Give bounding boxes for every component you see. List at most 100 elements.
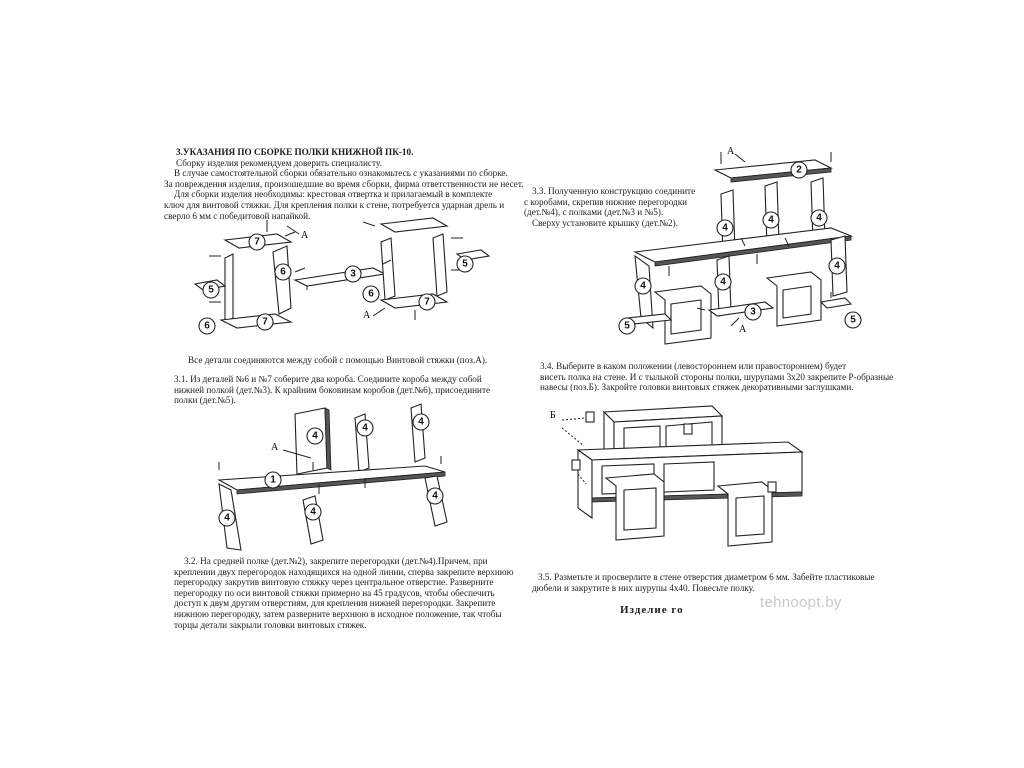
hanger-b xyxy=(767,481,777,493)
exploded-parts-figure: А А 7 6 5 6 7 3 6 5 7 xyxy=(193,217,491,335)
part-number-4: 4 xyxy=(426,487,444,505)
svg-text:4: 4 xyxy=(310,507,316,518)
step-3-5: 3.5. Разметьте и просверлите в стене отв… xyxy=(532,572,875,593)
svg-text:3: 3 xyxy=(350,269,356,280)
panel-6-right-box-side-left xyxy=(380,237,396,301)
step-line: полки (дет.№5). xyxy=(174,395,236,406)
svg-text:4: 4 xyxy=(834,261,840,272)
panel-6-left-side xyxy=(224,253,234,323)
part-number-4: 4 xyxy=(714,273,732,291)
svg-text:6: 6 xyxy=(204,321,210,332)
step-line: креплении двух перегородок находящихся н… xyxy=(174,566,514,577)
svg-text:4: 4 xyxy=(640,281,646,292)
svg-text:4: 4 xyxy=(816,213,822,224)
part-number-7: 7 xyxy=(248,233,266,251)
assembled-shelf-figure: Б xyxy=(550,405,804,547)
letter-a-screw: А xyxy=(271,442,279,453)
svg-text:7: 7 xyxy=(262,317,268,328)
svg-text:4: 4 xyxy=(768,215,774,226)
svg-text:3: 3 xyxy=(750,307,756,318)
part-number-5: 5 xyxy=(844,311,862,329)
panel-7-bottom-left xyxy=(219,313,293,329)
svg-text:2: 2 xyxy=(796,165,802,176)
part-number-2: 2 xyxy=(790,161,808,179)
svg-text:5: 5 xyxy=(624,321,630,332)
part-number-6: 6 xyxy=(362,285,380,303)
step-line: висеть полка на стене. И с тыльной сторо… xyxy=(540,371,894,382)
middle-shelf-figure: А 4 4 4 1 4 4 4 xyxy=(217,403,448,551)
svg-text:7: 7 xyxy=(424,297,430,308)
assembly-construction-figure: А А 2 4 4 4 4 4 4 3 5 5 xyxy=(618,146,862,345)
svg-text:4: 4 xyxy=(362,423,368,434)
middle-body xyxy=(577,448,593,520)
letter-a-screw: А xyxy=(363,310,371,321)
part-number-3: 3 xyxy=(744,303,762,321)
part-number-4: 4 xyxy=(634,277,652,295)
step-3-4: 3.4. Выберите в каком положении (левосто… xyxy=(540,361,893,393)
panel-3-middle xyxy=(293,267,387,287)
step-3-2: 3.2. На средней полке (дет.№2), закрепит… xyxy=(174,556,513,630)
intro-line: сверло 6 мм с победитовой напайкой. xyxy=(164,210,311,221)
step-line: навесы (поз.Б). Закройте головки винтовы… xyxy=(540,382,854,393)
step-line: доступ к двум другим отверстиям, для кре… xyxy=(174,598,496,609)
hanger-b xyxy=(571,459,581,471)
part-number-4: 4 xyxy=(412,413,430,431)
part-number-3: 3 xyxy=(344,265,362,283)
part-number-4: 4 xyxy=(306,427,324,445)
part-number-5: 5 xyxy=(202,281,220,299)
step-line: перегородку закрутив винтовую стяжку чер… xyxy=(174,577,494,588)
part-number-1: 1 xyxy=(264,471,282,489)
letter-a-screw: А xyxy=(727,146,735,157)
step-line: 3.3. Полученную конструкцию соедините xyxy=(532,186,696,196)
part-number-4: 4 xyxy=(218,509,236,527)
svg-text:4: 4 xyxy=(224,513,230,524)
hanger-b xyxy=(683,423,693,435)
letter-a-screw: А xyxy=(739,324,747,335)
part-number-5: 5 xyxy=(618,317,636,335)
step-line: 3.4. Выберите в каком положении (левосто… xyxy=(540,361,847,371)
svg-text:4: 4 xyxy=(418,417,424,428)
part-number-4: 4 xyxy=(716,219,734,237)
part-number-4: 4 xyxy=(356,419,374,437)
product-footer-label: Изделие го xyxy=(620,604,684,616)
figure1-caption: Все детали соединяются между собой с пом… xyxy=(188,355,487,366)
watermark: tehnoopt.by xyxy=(760,594,842,611)
svg-text:4: 4 xyxy=(312,431,318,442)
part-number-7: 7 xyxy=(256,313,274,331)
middle-shelf xyxy=(633,227,854,263)
hanger-b xyxy=(585,411,595,423)
svg-text:6: 6 xyxy=(280,267,286,278)
step-line: торцы детали закрыли головки винтовых ст… xyxy=(174,619,367,630)
step-line: с коробами, скрепив нижние перегородки xyxy=(524,196,688,207)
step-3-1: 3.1. Из деталей №6 и №7 соберите два кор… xyxy=(174,374,490,406)
step-3-3: 3.3. Полученную конструкцию соедините с … xyxy=(524,186,695,228)
panel-6-right-box-side-right xyxy=(432,233,448,297)
svg-text:7: 7 xyxy=(254,237,260,248)
svg-text:4: 4 xyxy=(432,491,438,502)
letter-b-hanger: Б xyxy=(550,410,556,421)
step-line: перегородку по оси винтовой стяжки приме… xyxy=(174,587,495,598)
assembly-intro: 3.УКАЗАНИЯ ПО СБОРКЕ ПОЛКИ КНИЖНОЙ ПК-10… xyxy=(164,147,523,221)
step-line: 3.2. На средней полке (дет.№2), закрепит… xyxy=(184,556,488,566)
partition-4-upper-right xyxy=(410,403,426,463)
intro-line: В случае самостоятельной сборки обязател… xyxy=(174,168,508,179)
intro-line: Сборку изделия рекомендуем доверить спец… xyxy=(176,157,382,168)
part-number-4: 4 xyxy=(810,209,828,227)
part-number-6: 6 xyxy=(198,317,216,335)
part-number-6: 6 xyxy=(274,263,292,281)
svg-text:5: 5 xyxy=(208,285,214,296)
letter-a-screw: А xyxy=(301,230,309,241)
intro-line: ключ для винтовой стяжки. Для крепления … xyxy=(164,199,505,210)
step-line: 3.1. Из деталей №6 и №7 соберите два кор… xyxy=(174,374,482,384)
step-line: (дет.№4), с полками (дет.№3 и №5). xyxy=(524,207,664,218)
panel-7-top-right xyxy=(379,217,449,233)
svg-text:1: 1 xyxy=(270,475,276,486)
svg-text:4: 4 xyxy=(720,277,726,288)
intro-line: Для сборки изделия необходимы: крестовая… xyxy=(174,189,493,200)
part-number-4: 4 xyxy=(828,257,846,275)
step-line: дюбели и закрутите в них шурупы 4х40. По… xyxy=(532,582,755,593)
figure1-caption-text: Все детали соединяются между собой с пом… xyxy=(188,355,488,365)
section-heading: 3.УКАЗАНИЯ ПО СБОРКЕ ПОЛКИ КНИЖНОЙ ПК-10… xyxy=(176,147,414,157)
svg-text:6: 6 xyxy=(368,289,374,300)
step-line: 3.5. Разметьте и просверлите в стене отв… xyxy=(538,572,875,582)
